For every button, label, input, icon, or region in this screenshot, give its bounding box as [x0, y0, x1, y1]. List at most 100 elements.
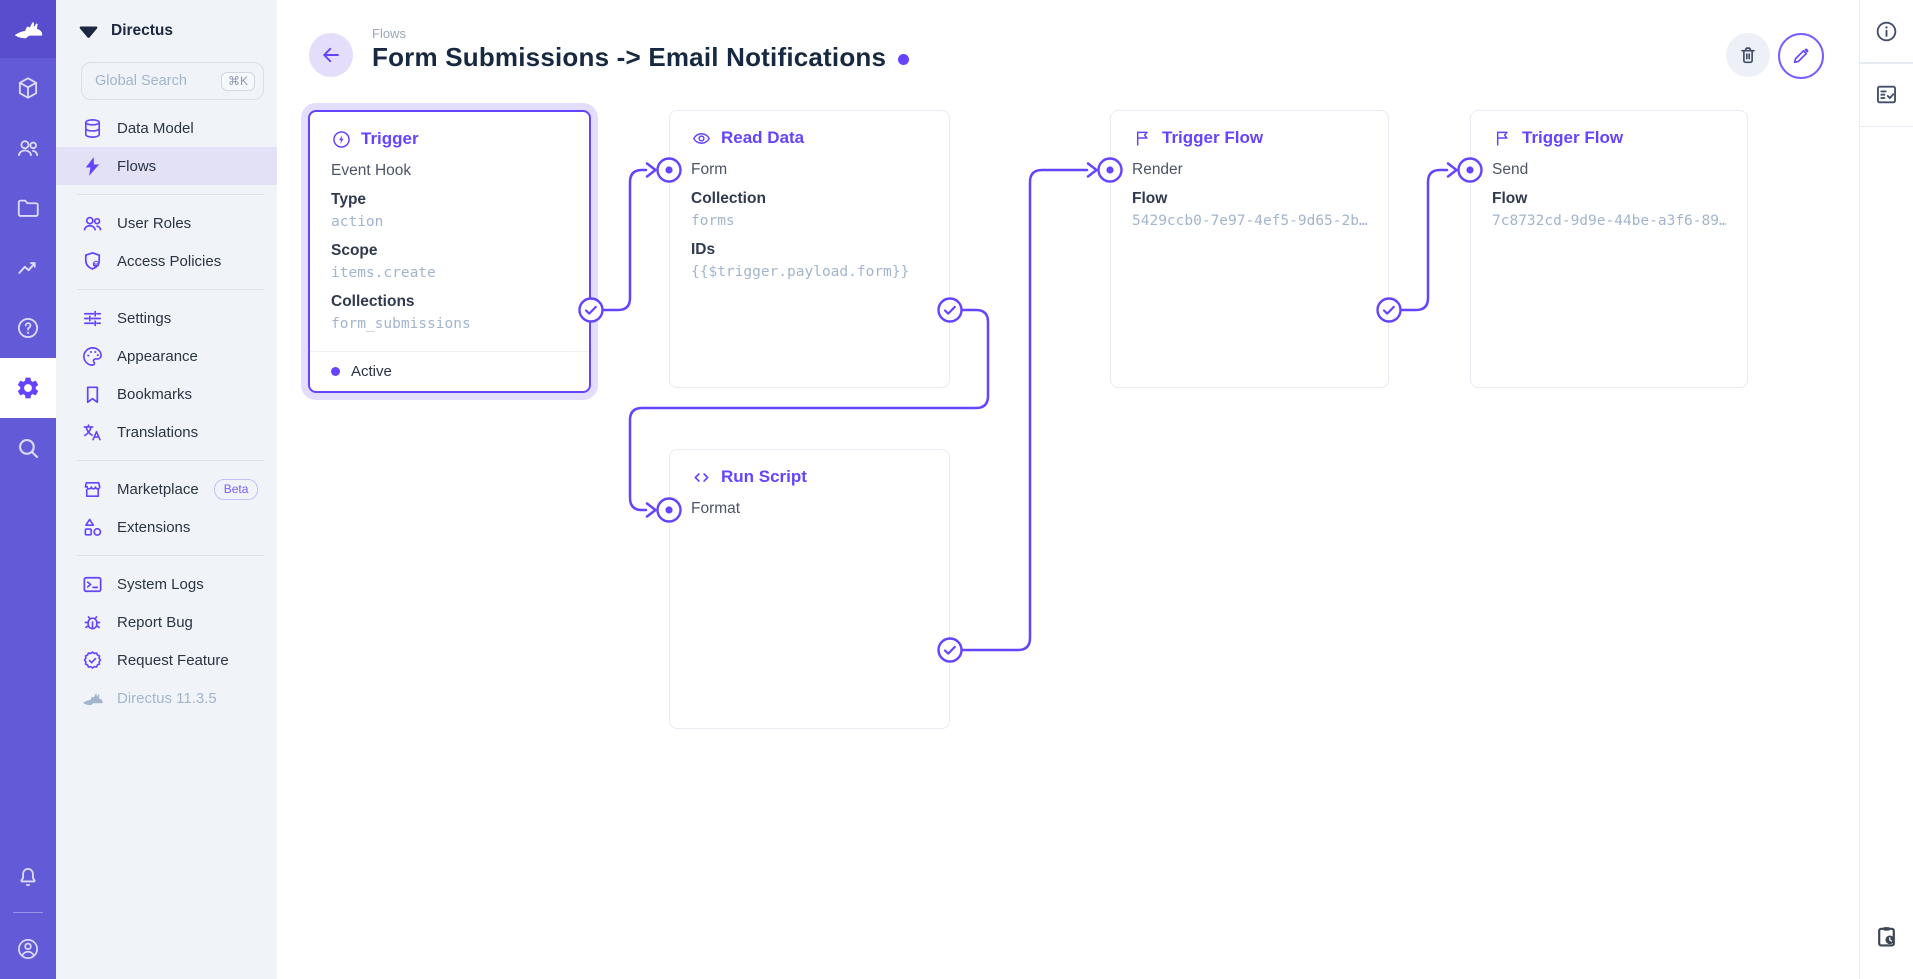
sidebar-item-label: Marketplace: [117, 480, 199, 498]
rabbit-icon: [14, 22, 43, 39]
global-search-input[interactable]: Global Search ⌘K: [81, 62, 264, 100]
status-label: Active: [351, 363, 392, 380]
clipboard-clock-icon: [1878, 926, 1895, 947]
storefront-icon: [81, 478, 104, 501]
pending-revisions-button[interactable]: [1860, 905, 1913, 967]
trigger-status: Active: [310, 351, 589, 391]
sidebar-item-appearance[interactable]: Appearance: [56, 337, 277, 375]
field-value: 7c8732cd-9d9e-44be-a3f6-89…: [1492, 213, 1726, 229]
node-type-label: Read Data: [721, 128, 805, 147]
node-name: Send: [1492, 161, 1529, 178]
directus-logo[interactable]: [0, 0, 56, 58]
sidebar-item-translations[interactable]: Translations: [56, 413, 277, 451]
bell-icon: [20, 868, 36, 887]
page-header: Flows Form Submissions -> Email Notifica…: [277, 0, 1860, 100]
delete-flow-button[interactable]: [1726, 33, 1770, 77]
sidebar-item-report-bug[interactable]: Report Bug: [56, 603, 277, 641]
account-button[interactable]: [0, 919, 56, 979]
field-label: IDs: [691, 241, 716, 258]
wire-render-to-send: [1387, 168, 1449, 312]
module-settings[interactable]: [0, 358, 56, 418]
wire-arrowhead: [645, 502, 657, 518]
sidebar-item-settings[interactable]: Settings: [56, 299, 277, 337]
wire-trigger-to-read: [589, 168, 648, 312]
unsaved-dot: [898, 53, 910, 65]
shapes-icon: [81, 516, 104, 539]
rabbit-icon: [81, 687, 104, 710]
divider: [1860, 62, 1913, 64]
sidebar-item-label: Settings: [117, 309, 172, 327]
node-type-label: Trigger Flow: [1162, 128, 1264, 147]
sidebar-item-access-policies[interactable]: Access Policies: [56, 242, 277, 280]
notifications-button[interactable]: [0, 846, 56, 906]
translate-icon: [81, 421, 104, 444]
fact-check-icon: [1877, 85, 1896, 104]
insights-icon: [18, 262, 36, 274]
field-label: Collections: [331, 293, 415, 310]
field-value: items.create: [331, 265, 436, 281]
version-label: Directus 11.3.5: [117, 689, 217, 707]
node-type-label: Trigger: [361, 129, 419, 148]
module-content[interactable]: [0, 58, 56, 118]
divider: [77, 194, 264, 195]
project-icon: [79, 26, 98, 38]
divider: [77, 460, 264, 461]
sidebar-item-user-roles[interactable]: User Roles: [56, 204, 277, 242]
field-label: Flow: [1132, 190, 1168, 207]
module-insights[interactable]: [0, 238, 56, 298]
bolt-icon: [81, 155, 104, 178]
divider: [77, 289, 264, 290]
help-icon: [17, 317, 39, 339]
module-bar: [0, 0, 56, 979]
sidebar-item-flows[interactable]: Flows: [56, 147, 277, 185]
wire-arrowhead: [645, 162, 657, 178]
sidebar-item-data-model[interactable]: Data Model: [56, 109, 277, 147]
information-section-button[interactable]: [1860, 0, 1913, 62]
sidebar-item-version: Directus 11.3.5: [56, 679, 277, 717]
tune-icon: [81, 307, 104, 330]
sidebar-item-label: Flows: [117, 157, 157, 175]
sidebar-item-system-logs[interactable]: System Logs: [56, 565, 277, 603]
divider: [13, 912, 43, 913]
flow-node-run-script[interactable]: Run Script Format: [669, 449, 950, 729]
module-search[interactable]: [0, 418, 56, 478]
edit-flow-button[interactable]: [1778, 33, 1824, 79]
shield-lock-icon: [81, 250, 104, 273]
wire-arrowhead: [1086, 162, 1098, 178]
page-title: Form Submissions -> Email Notifications: [372, 42, 887, 72]
field-label: Flow: [1492, 190, 1528, 207]
flow-node-trigger-flow-send[interactable]: Trigger Flow Send Flow 7c8732cd-9d9e-44be…: [1470, 110, 1748, 388]
module-help[interactable]: [0, 298, 56, 358]
divider: [77, 555, 264, 556]
search-shortcut-badge: ⌘K: [220, 71, 255, 91]
search-placeholder: Global Search: [95, 73, 187, 89]
gear-icon: [17, 377, 39, 399]
project-header[interactable]: Directus: [56, 0, 277, 62]
cube-icon: [18, 77, 38, 99]
sidebar-item-bookmarks[interactable]: Bookmarks: [56, 375, 277, 413]
sidebar-item-extensions[interactable]: Extensions: [56, 508, 277, 546]
field-value: {{$trigger.payload.form}}: [691, 264, 910, 280]
sidebar-item-label: System Logs: [117, 575, 204, 593]
back-button[interactable]: [309, 33, 353, 77]
users-icon: [17, 140, 39, 156]
sidebar-item-marketplace[interactable]: Marketplace Beta: [56, 470, 277, 508]
palette-icon: [81, 345, 104, 368]
seal-check-icon: [81, 649, 104, 672]
trash-icon: [1741, 47, 1755, 64]
info-icon: [1876, 21, 1897, 41]
breadcrumb[interactable]: Flows: [372, 26, 406, 41]
module-files[interactable]: [0, 178, 56, 238]
module-users[interactable]: [0, 118, 56, 178]
node-name: Form: [691, 161, 728, 178]
node-type-label: Trigger Flow: [1522, 128, 1624, 147]
sidebar-item-request-feature[interactable]: Request Feature: [56, 641, 277, 679]
logs-section-button[interactable]: [1860, 64, 1913, 126]
beta-badge: Beta: [213, 478, 259, 500]
field-value: action: [331, 214, 384, 230]
flag-icon: [1496, 131, 1508, 145]
info-sidebar: [1859, 0, 1913, 979]
